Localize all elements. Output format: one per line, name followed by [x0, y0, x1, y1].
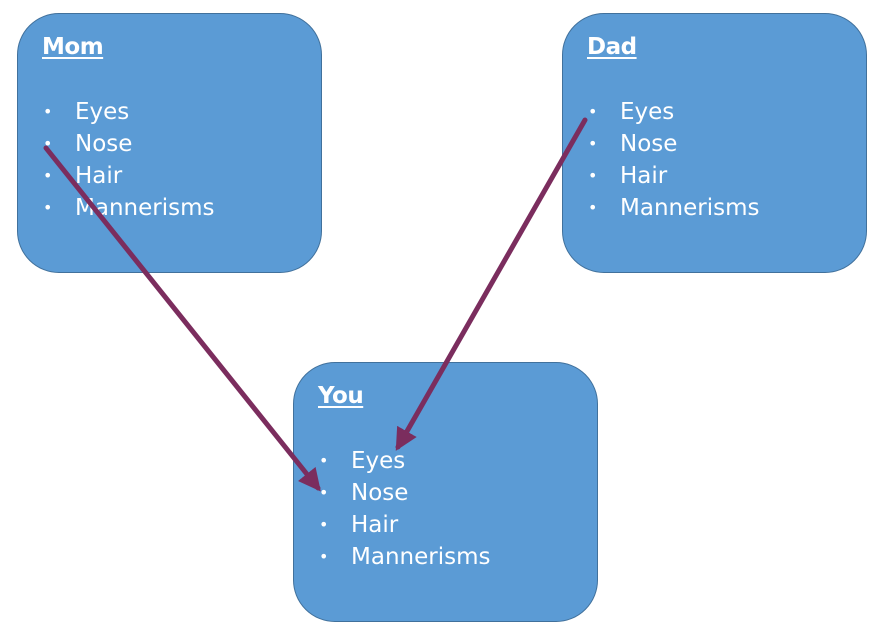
mom-trait-hair: Hair [75, 163, 123, 189]
bullet-icon: • [319, 547, 329, 566]
bullet-icon: • [588, 166, 598, 185]
mom-trait-item: • Eyes [18, 96, 214, 128]
dad-trait-list: • Eyes • Nose • Hair • Mannerisms [563, 96, 759, 224]
dad-title: Dad [587, 34, 637, 60]
mom-trait-item: • Nose [18, 128, 214, 160]
bullet-icon: • [43, 102, 53, 121]
bullet-icon: • [43, 198, 53, 217]
you-trait-item: • Nose [294, 477, 490, 509]
mom-title: Mom [42, 34, 104, 60]
you-title: You [318, 383, 364, 409]
bullet-icon: • [43, 134, 53, 153]
mom-trait-eyes: Eyes [75, 99, 130, 125]
bullet-icon: • [319, 515, 329, 534]
bullet-icon: • [588, 102, 598, 121]
dad-trait-item: • Mannerisms [563, 192, 759, 224]
bullet-icon: • [588, 134, 598, 153]
you-box: You • Eyes • Nose • Hair • Mannerisms [293, 362, 598, 622]
dad-trait-nose: Nose [620, 131, 678, 157]
mom-trait-nose: Nose [75, 131, 133, 157]
dad-trait-eyes: Eyes [620, 99, 675, 125]
dad-trait-mannerisms: Mannerisms [620, 195, 760, 221]
mom-trait-list: • Eyes • Nose • Hair • Mannerisms [18, 96, 214, 224]
dad-trait-item: • Hair [563, 160, 759, 192]
you-trait-item: • Hair [294, 509, 490, 541]
mom-trait-item: • Mannerisms [18, 192, 214, 224]
you-trait-nose: Nose [351, 480, 409, 506]
bullet-icon: • [588, 198, 598, 217]
dad-box: Dad • Eyes • Nose • Hair • Mannerisms [562, 13, 867, 273]
you-trait-mannerisms: Mannerisms [351, 544, 491, 570]
you-trait-item: • Mannerisms [294, 541, 490, 573]
you-trait-hair: Hair [351, 512, 399, 538]
dad-trait-item: • Nose [563, 128, 759, 160]
dad-trait-item: • Eyes [563, 96, 759, 128]
you-trait-list: • Eyes • Nose • Hair • Mannerisms [294, 445, 490, 573]
bullet-icon: • [319, 483, 329, 502]
mom-trait-item: • Hair [18, 160, 214, 192]
mom-trait-mannerisms: Mannerisms [75, 195, 215, 221]
bullet-icon: • [43, 166, 53, 185]
dad-trait-hair: Hair [620, 163, 668, 189]
mom-box: Mom • Eyes • Nose • Hair • Mannerisms [17, 13, 322, 273]
bullet-icon: • [319, 451, 329, 470]
you-trait-eyes: Eyes [351, 448, 406, 474]
you-trait-item: • Eyes [294, 445, 490, 477]
